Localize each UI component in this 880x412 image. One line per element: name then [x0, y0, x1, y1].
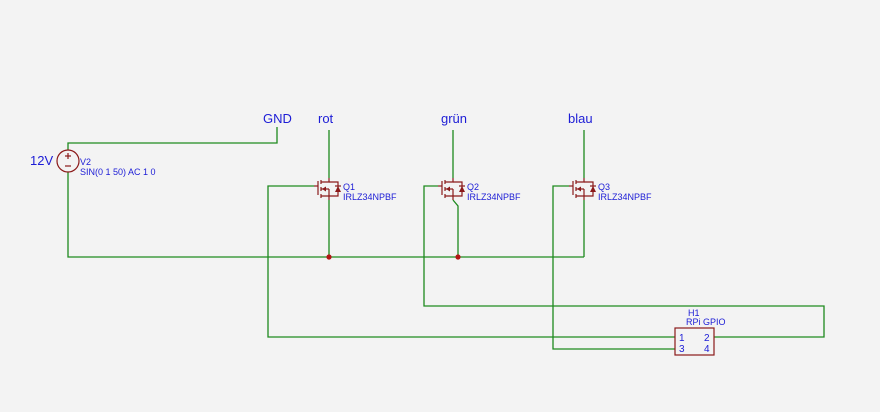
header-pin-1: 1 [679, 333, 685, 344]
mosfet-icon [438, 178, 465, 200]
q3-refdes: Q3 [598, 182, 610, 192]
wire-q2-source [452, 199, 459, 257]
wire-ground-rail [67, 172, 584, 258]
wires [67, 127, 825, 350]
header-value: RPi GPIO [686, 317, 726, 327]
junction-q1 [326, 254, 332, 260]
header-h1: H1 RPi GPIO 1 2 3 4 [674, 308, 726, 356]
junction-q2 [455, 254, 461, 260]
mosfet-q2: Q2 IRLZ34NPBF [438, 178, 521, 202]
net-label-blau: blau [568, 111, 593, 126]
q3-part: IRLZ34NPBF [598, 192, 652, 202]
header-pin-2: 2 [704, 333, 710, 344]
net-label-12v: 12V [30, 153, 53, 168]
junctions [326, 254, 461, 260]
voltage-source-v2: V2 SIN(0 1 50) AC 1 0 [56, 149, 156, 177]
q2-refdes: Q2 [467, 182, 479, 192]
q2-part: IRLZ34NPBF [467, 192, 521, 202]
wire-q2-gate [423, 185, 825, 338]
q1-part: IRLZ34NPBF [343, 192, 397, 202]
net-label-gnd: GND [263, 111, 292, 126]
mosfet-icon [314, 178, 341, 200]
wire-q1-gate [267, 185, 675, 338]
source-symbol-icon [56, 149, 80, 173]
header-body [674, 327, 715, 356]
header-pin-4: 4 [704, 344, 710, 355]
header-pin-3: 3 [679, 344, 685, 355]
net-label-gruen: grün [441, 111, 467, 126]
q1-refdes: Q1 [343, 182, 355, 192]
source-refdes: V2 [80, 157, 91, 167]
source-value: SIN(0 1 50) AC 1 0 [80, 167, 156, 177]
mosfet-q1: Q1 IRLZ34NPBF [314, 178, 397, 202]
mosfet-q3: Q3 IRLZ34NPBF [569, 178, 652, 202]
net-label-rot: rot [318, 111, 334, 126]
mosfet-icon [569, 178, 596, 200]
wire-gnd-to-source [67, 127, 278, 150]
header-refdes: H1 [688, 308, 700, 318]
wire-q3-gate [552, 185, 675, 350]
